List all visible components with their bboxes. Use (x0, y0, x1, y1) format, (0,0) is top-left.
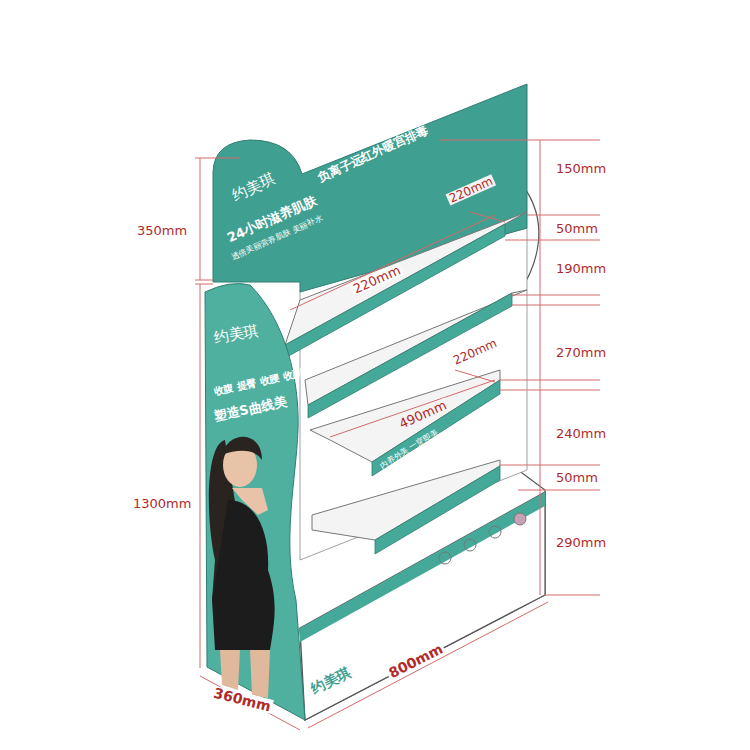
dress (212, 500, 275, 650)
dimension-label: 50mm (556, 222, 598, 235)
hair (222, 437, 262, 460)
base-band (300, 492, 545, 642)
dimension-lines (195, 140, 600, 730)
dimension-label: 290mm (556, 536, 606, 549)
shelf-strip (285, 224, 505, 358)
dimension-label: 350mm (137, 224, 187, 237)
dimension-label: 190mm (556, 262, 606, 275)
dimension-label: 1300mm (133, 497, 191, 510)
dimension-label: 150mm (556, 162, 606, 175)
icon (489, 526, 501, 538)
dimension-label: 270mm (556, 346, 606, 359)
shelf-strip (372, 380, 500, 476)
side-panel (205, 284, 305, 720)
base-panel (300, 492, 545, 720)
dimension-label: 50mm (556, 471, 598, 484)
dimension-label: 240mm (556, 427, 606, 440)
icon (514, 513, 526, 525)
icon (439, 552, 451, 564)
header-panel (213, 84, 527, 292)
icon (464, 539, 476, 551)
